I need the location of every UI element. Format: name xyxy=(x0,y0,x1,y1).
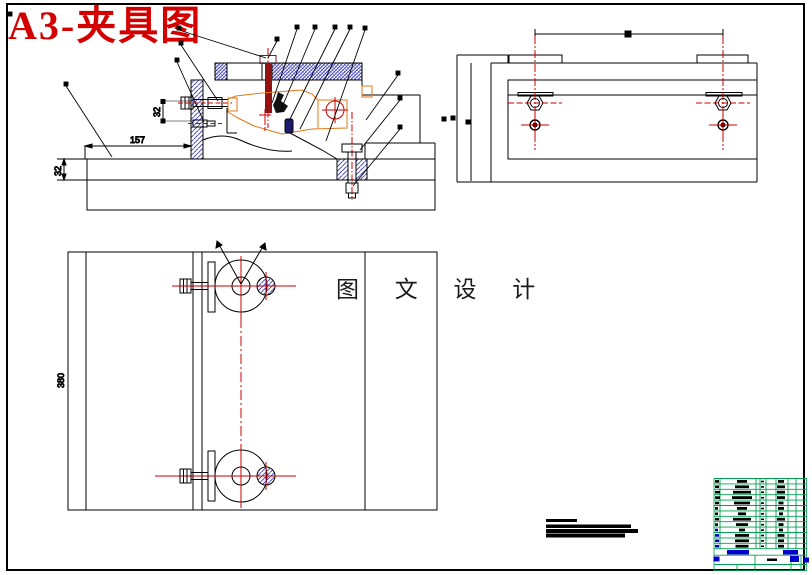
table-cell-mark xyxy=(733,490,751,494)
table-cell-mark xyxy=(546,519,577,522)
dim-157: 157 xyxy=(83,135,193,159)
table-cell-mark xyxy=(713,556,720,562)
table-cell-mark xyxy=(738,512,746,516)
pin-plug xyxy=(284,118,294,134)
table-cell-mark xyxy=(739,528,745,532)
leader-lines xyxy=(7,11,403,187)
table-cell-mark xyxy=(761,507,764,510)
table-cell-mark xyxy=(761,523,764,526)
table-cell-mark xyxy=(804,557,809,563)
table-cell-mark xyxy=(735,539,749,543)
clamp-circle-upper xyxy=(210,240,296,450)
sheet-border xyxy=(6,3,805,571)
table-cell-mark xyxy=(737,507,747,510)
table-cell-mark xyxy=(715,485,719,489)
table-cell-mark xyxy=(777,485,785,489)
small-red-cross xyxy=(259,109,271,133)
dim-32-left: 32 xyxy=(53,157,87,182)
table-cell-mark xyxy=(715,480,719,483)
table-cell-mark xyxy=(715,517,719,521)
table-cell-mark xyxy=(761,513,764,515)
table-cell-mark xyxy=(761,529,764,531)
table-cell-mark xyxy=(778,507,784,510)
table-cell-mark xyxy=(715,507,718,510)
table-cell-mark xyxy=(761,502,764,504)
dim-32-left-label: 32 xyxy=(53,166,63,176)
side-view xyxy=(441,29,758,183)
table-cell-mark xyxy=(790,556,799,562)
side-view-tie-dim xyxy=(534,29,724,40)
table-cell-mark xyxy=(778,480,784,483)
dim-32-mid-label: 32 xyxy=(152,107,162,117)
table-cell-mark xyxy=(727,550,749,555)
table-cell-mark xyxy=(715,528,718,532)
hold-down-bolt xyxy=(336,112,368,200)
table-cell-mark xyxy=(777,534,785,537)
table-cell-mark xyxy=(715,523,718,526)
table-cell-mark xyxy=(761,480,764,483)
table-cell-mark xyxy=(715,544,719,548)
table-cell-mark xyxy=(546,533,625,538)
clamp-bolt-upper xyxy=(172,278,235,294)
table-cell-mark xyxy=(761,540,764,542)
base-plate xyxy=(57,142,436,211)
clamp-circle-lower xyxy=(155,448,296,508)
title-block-table xyxy=(713,478,809,571)
side-bolt-lower xyxy=(188,119,222,128)
workpiece-outline xyxy=(227,85,373,135)
table-cell-mark xyxy=(778,539,784,543)
table-cell-mark xyxy=(778,544,784,548)
table-cell-mark xyxy=(733,517,751,521)
table-cell-mark xyxy=(735,544,749,548)
marker-square xyxy=(450,115,456,121)
marker-square xyxy=(441,116,447,122)
table-cell-mark xyxy=(778,523,784,526)
technical-notes-bars xyxy=(546,519,638,538)
table-cell-mark xyxy=(778,501,784,505)
locating-pin-left xyxy=(521,114,549,136)
top-clamp-plate xyxy=(214,62,363,81)
table-cell-mark xyxy=(546,524,631,528)
dim-157-label: 157 xyxy=(130,135,145,145)
table-cell-mark xyxy=(779,528,783,532)
clamp-bolt-lower xyxy=(179,468,209,484)
table-cell-mark xyxy=(761,518,764,521)
table-cell-mark xyxy=(736,523,748,526)
table-cell-mark xyxy=(777,490,785,494)
table-cell-mark xyxy=(734,501,750,505)
clamp-lever xyxy=(273,92,288,113)
watermark-text: 图 文 设 计 xyxy=(336,277,551,302)
locating-pin-right xyxy=(709,114,737,136)
table-cell-mark xyxy=(783,550,798,555)
table-cell-mark xyxy=(715,501,719,505)
table-cell-mark xyxy=(715,490,720,494)
table-cell-mark xyxy=(779,512,783,516)
table-cell-mark xyxy=(715,539,719,543)
table-cell-mark xyxy=(737,480,747,483)
table-cell-mark xyxy=(735,534,749,537)
table-cell-mark xyxy=(715,512,718,516)
side-bolt-upper xyxy=(178,96,232,110)
table-cell-mark xyxy=(767,558,777,561)
drawing-title: A3-夹具图 xyxy=(8,3,203,48)
front-view: 157 32 32 xyxy=(53,48,436,211)
table-cell-mark xyxy=(715,534,719,537)
locating-hole-mark xyxy=(322,97,348,123)
table-cell-mark xyxy=(761,534,764,537)
marker-square xyxy=(465,119,471,125)
table-cell-mark xyxy=(761,496,764,499)
dim-32-mid: 32 xyxy=(152,99,193,124)
top-view: 380 xyxy=(56,240,438,511)
table-cell-mark xyxy=(761,486,764,488)
table-cell-mark xyxy=(761,491,764,494)
table-cell-mark xyxy=(546,529,638,533)
table-cell-mark xyxy=(761,545,764,548)
table-cell-mark xyxy=(777,517,785,521)
table-cell-mark xyxy=(777,496,785,499)
dim-380-label: 380 xyxy=(56,373,66,388)
table-cell-mark xyxy=(715,496,720,499)
table-cell-mark xyxy=(732,496,752,499)
table-cell-mark xyxy=(735,485,749,489)
